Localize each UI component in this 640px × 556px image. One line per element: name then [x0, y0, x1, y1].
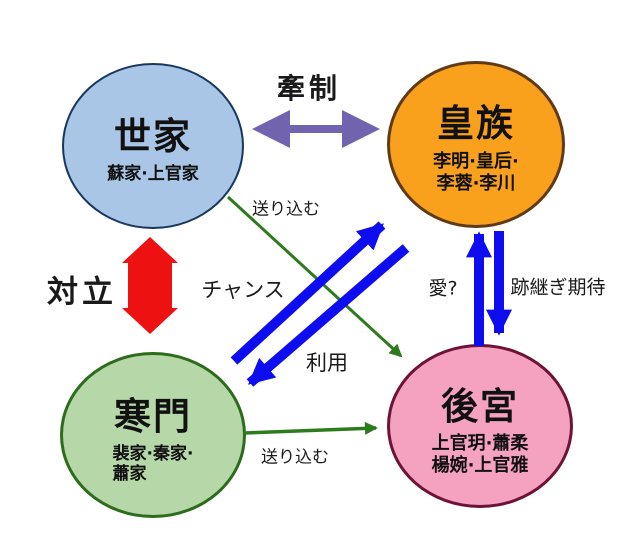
node-kouzoku: 皇族 李明·皇后· 李蓉·李川: [387, 61, 565, 228]
node-kanmon-subtitle-line: 蕭家: [112, 464, 147, 485]
node-koukyuu-subtitle: 上官玥·蕭柔 楊婉·上官雅: [432, 433, 529, 477]
tairitsu-arrow: [122, 237, 178, 334]
label-ai: 愛?: [428, 277, 458, 300]
label-tairitsu: 対立: [47, 274, 117, 311]
node-kouzoku-subtitle: 李明·皇后· 李蓉·李川: [433, 151, 519, 195]
node-kanmon-subtitle: 裴家·秦家· 蕭家: [113, 444, 194, 485]
node-koukyuu-title: 後宮: [441, 384, 519, 428]
label-okurikomu-sekke: 送り込む: [252, 199, 320, 220]
label-okurikomu-kanmon: 送り込む: [261, 447, 329, 468]
label-kensei: 牽制: [276, 72, 342, 105]
label-chansu: チャンス: [201, 278, 285, 302]
node-kouzoku-subtitle-line: 李明·皇后·: [433, 150, 519, 172]
kensei-arrow: [252, 110, 380, 148]
node-koukyuu-subtitle-line: 上官玥·蕭柔: [431, 433, 529, 455]
okurikomu-kanmon-arrow: [243, 421, 378, 435]
node-sekke: 世家 蘇家·上官家: [62, 63, 244, 229]
node-kanmon-title: 寒門: [114, 394, 192, 438]
node-kouzoku-title: 皇族: [437, 102, 515, 146]
label-atotsugi-kitai: 跡継ぎ期待: [510, 276, 606, 299]
node-kanmon-subtitle-line: 裴家·秦家·: [112, 443, 194, 464]
label-riyou: 利用: [306, 351, 348, 375]
node-kanmon: 寒門 裴家·秦家· 蕭家: [60, 352, 246, 518]
node-sekke-subtitle: 蘇家·上官家: [107, 164, 198, 185]
node-kouzoku-subtitle-line: 李蓉·李川: [436, 172, 516, 194]
node-koukyuu-subtitle-line: 楊婉·上官雅: [431, 455, 529, 477]
node-sekke-subtitle-line: 蘇家·上官家: [107, 163, 199, 184]
node-koukyuu: 後宮 上官玥·蕭柔 楊婉·上官雅: [387, 344, 573, 508]
node-sekke-title: 世家: [114, 115, 192, 159]
